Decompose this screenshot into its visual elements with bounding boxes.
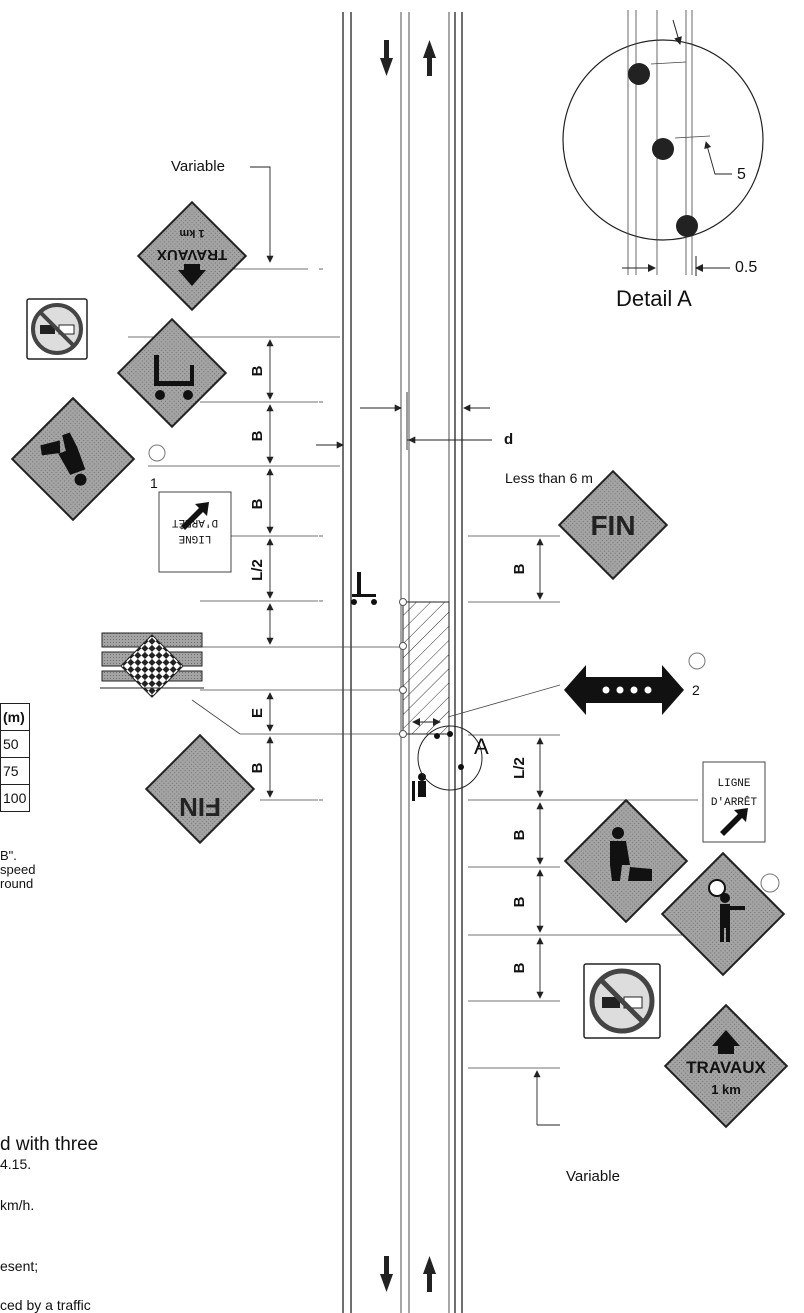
detail-dimension-half: 0.5 [735,259,758,276]
dimension-labels-left: B B B L/2 E B [249,365,266,773]
sign-no-passing [583,963,661,1039]
callout-1-label: 1 [150,475,158,491]
note-line: round [0,876,34,891]
d-dimension [316,392,492,450]
sign-ligne-arret: LIGNE D'ARRÊT [702,761,766,843]
table-row: 100 [0,784,31,812]
paragraph-line: km/h. [0,1197,35,1213]
sign-equipment-inverted [116,317,228,429]
svg-text:LIGNE: LIGNE [178,532,211,544]
svg-text:E: E [249,708,266,718]
distance-table: (m) 50 75 100 [0,703,31,812]
callout-circle-2 [688,652,706,670]
direction-arrows-top [380,40,436,76]
table-header: (m) [0,703,31,731]
svg-text:L/2: L/2 [249,559,266,581]
svg-text:1 km: 1 km [179,227,204,239]
work-area [402,601,450,735]
svg-text:B: B [511,896,528,907]
detail-a-marker [412,718,483,791]
svg-text:B: B [249,365,266,376]
detail-a-title: Detail A [616,286,692,311]
paragraph-line: 4.15. [0,1156,32,1172]
guide-lines-right [468,535,700,1069]
sign-no-passing-top [26,298,88,360]
callout-a-label: A [474,734,489,759]
svg-text:FIN: FIN [179,792,221,822]
variable-bottom-label: Variable [566,1168,620,1185]
dimension-labels-right: B L/2 B B B [511,563,528,973]
d-label: d [504,431,514,448]
sign-ligne-arret-inverted: LIGNE D'ARRÊT [158,491,232,573]
svg-text:B: B [511,829,528,840]
note-line: B". [0,848,17,863]
variable-leader [250,166,274,263]
note-line: speed [0,862,36,877]
callout-2-label: 2 [692,682,700,698]
sign-flagger [660,851,786,977]
svg-text:B: B [511,563,528,574]
table-row: 50 [0,730,31,758]
svg-text:B: B [249,762,266,773]
variable-top-label: Variable [171,158,225,175]
callout-circle-1 [148,444,166,462]
svg-text:TRAVAUX: TRAVAUX [686,1058,766,1077]
arrow-board [564,665,684,715]
less-than-label: Less than 6 m [505,470,593,486]
svg-text:B: B [249,430,266,441]
callout-circle-3 [760,873,780,893]
sign-worker-left [10,396,136,522]
detail-a-dots [434,731,464,770]
table-row: 75 [0,757,31,785]
svg-text:1 km: 1 km [711,1082,741,1097]
sign-fin: FIN [557,469,669,581]
paragraph-line: esent; [0,1258,39,1274]
sign-travaux-1km-inverted: TRAVAUX 1 km [136,200,248,312]
detail-a-drawing [562,10,764,276]
svg-text:FIN: FIN [590,510,635,541]
sign-fin-inverted: FIN [144,733,256,845]
svg-text:LIGNE: LIGNE [717,778,750,790]
svg-text:L/2: L/2 [511,757,528,779]
svg-text:TRAVAUX: TRAVAUX [157,246,227,263]
detail-dimension-5: 5 [737,166,746,183]
sign-worker [563,798,689,924]
sign-equipment-small [351,572,377,605]
svg-text:B: B [511,962,528,973]
paragraph-line: ced by a traffic [0,1297,91,1313]
svg-text:D'ARRÊT: D'ARRÊT [711,795,758,809]
guide-ticks-left [319,268,323,801]
cones [399,598,407,738]
flagger-small [412,773,426,801]
svg-text:B: B [249,498,266,509]
direction-arrows-bottom [380,1256,436,1292]
paragraph-heading: d with three [0,1134,99,1155]
sign-travaux-1km: TRAVAUX 1 km [663,1003,789,1129]
barricade [100,632,204,698]
